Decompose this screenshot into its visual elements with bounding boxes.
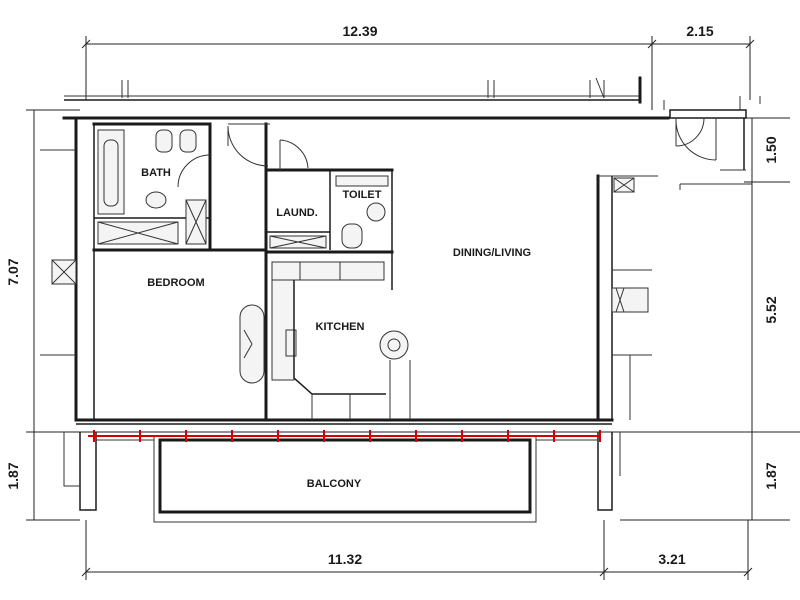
kitchen xyxy=(264,250,411,420)
room-label-dining-living: DINING/LIVING xyxy=(453,247,531,259)
room-label-bath: BATH xyxy=(141,167,171,179)
dim-top-main: 12.39 xyxy=(342,23,377,39)
bath-room xyxy=(92,122,212,250)
bedroom-walls xyxy=(92,122,270,422)
dim-right-upper: 1.50 xyxy=(763,136,779,163)
room-label-balcony: BALCONY xyxy=(307,478,362,490)
room-label-bedroom: BEDROOM xyxy=(147,277,204,289)
dim-bottom-main: 11.32 xyxy=(328,551,362,567)
balcony-markers xyxy=(88,430,601,442)
laundry-toilet xyxy=(264,139,394,290)
entrance-door xyxy=(669,109,747,171)
balcony xyxy=(63,432,621,523)
room-label-kitchen: KITCHEN xyxy=(316,321,365,333)
dim-right-middle: 5.52 xyxy=(763,296,779,323)
dim-left-main: 7.07 xyxy=(5,258,21,285)
shaft-boxes xyxy=(40,149,635,356)
room-label-toilet: TOILET xyxy=(343,189,382,201)
dim-left-lower: 1.87 xyxy=(5,462,21,489)
top-facade xyxy=(64,76,761,110)
outer-walls xyxy=(62,116,752,425)
dimension-lines xyxy=(26,36,800,580)
room-label-laundry: LAUND. xyxy=(276,207,318,219)
dim-top-right: 2.15 xyxy=(686,23,713,39)
dim-bottom-right: 3.21 xyxy=(658,551,685,567)
dim-right-lower: 1.87 xyxy=(763,462,779,489)
